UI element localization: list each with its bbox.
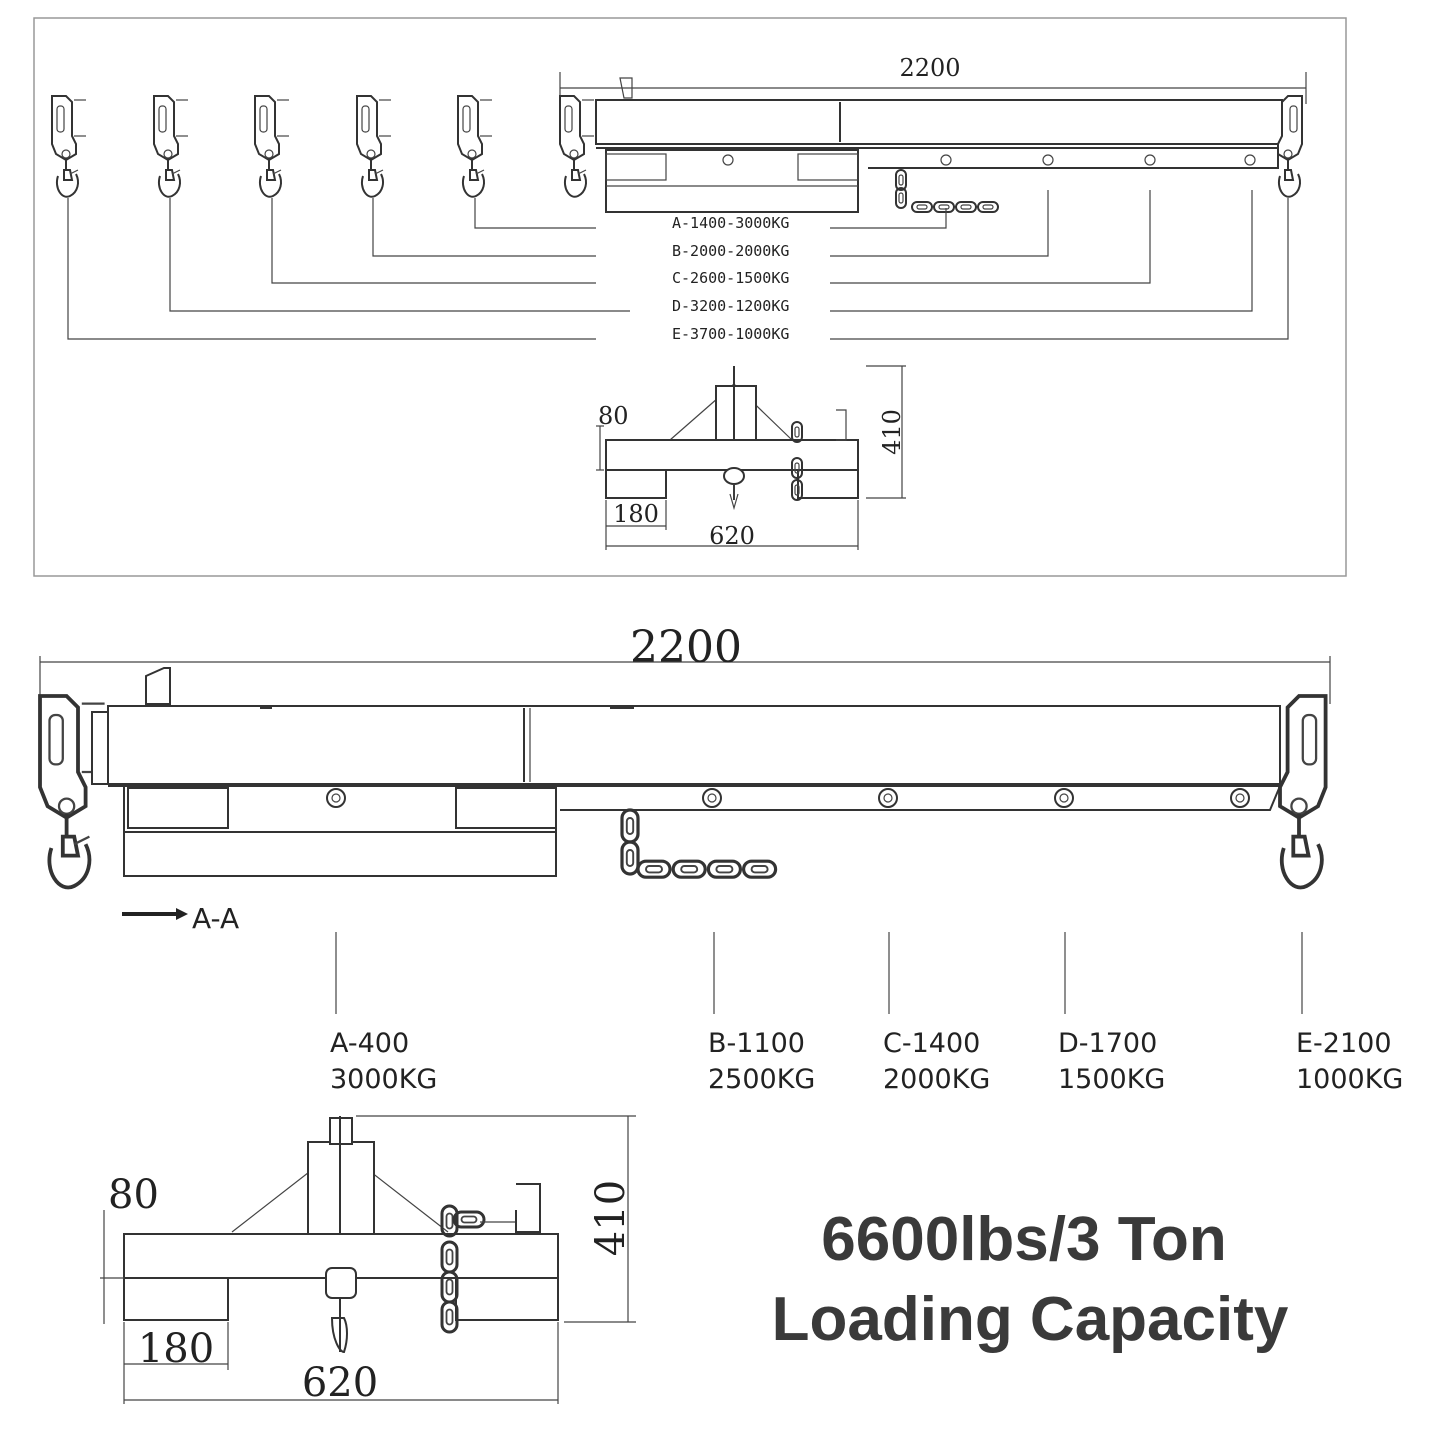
- bottom-chain-icon: [620, 808, 778, 879]
- bottom-section-height: 410: [588, 1180, 634, 1256]
- hook-position-c-icon: [254, 95, 290, 198]
- top-section-beam-height: 80: [598, 402, 629, 430]
- bottom-section-view: 80 410 180 620: [100, 1115, 636, 1406]
- top-section-pocket-width: 180: [613, 500, 659, 528]
- top-load-table: A-1400-3000KG B-2000-2000KG C-2600-1500K…: [672, 214, 789, 343]
- position-leaders: [335, 932, 1303, 1014]
- load-row-a: A-1400-3000KG: [672, 214, 789, 232]
- top-panel: 2200: [33, 17, 1347, 577]
- position-b-capacity: 2500KG: [708, 1064, 815, 1095]
- load-row-c: C-2600-1500KG: [672, 269, 789, 287]
- position-a-capacity: 3000KG: [330, 1064, 437, 1095]
- bottom-section-pocket-width: 180: [138, 1326, 214, 1372]
- headline-line-2: Loading Capacity: [772, 1285, 1289, 1354]
- hook-position-d-icon: [153, 95, 189, 198]
- position-e-label: E-2100: [1296, 1028, 1392, 1059]
- hook-position-e-icon: [51, 95, 87, 198]
- position-labels: A-400 3000KG B-1100 2500KG C-1400 2000KG…: [330, 1028, 1403, 1095]
- position-a-label: A-400: [330, 1028, 409, 1059]
- capacity-headline: 6600lbs/3 Ton Loading Capacity: [772, 1205, 1289, 1354]
- position-b-label: B-1100: [708, 1028, 805, 1059]
- hook-position-a-icon: [457, 95, 493, 198]
- top-length-label: 2200: [899, 54, 960, 82]
- top-length-dimension: 2200: [559, 54, 1307, 104]
- position-c-label: C-1400: [883, 1028, 980, 1059]
- bottom-panel: 2200: [38, 622, 1403, 1406]
- top-boom: [559, 77, 1303, 213]
- load-row-b: B-2000-2000KG: [672, 242, 789, 260]
- position-c-capacity: 2000KG: [883, 1064, 990, 1095]
- top-leader-lines: [67, 190, 1289, 340]
- top-section-width: 620: [709, 522, 755, 550]
- section-marker: A-A: [122, 902, 239, 935]
- section-marker-label: A-A: [192, 902, 239, 935]
- bottom-right-hook-icon: [1278, 694, 1328, 890]
- load-row-d: D-3200-1200KG: [672, 297, 789, 315]
- hook-position-b-icon: [356, 95, 392, 198]
- bottom-section-width: 620: [302, 1360, 378, 1406]
- top-section-height: 410: [878, 409, 906, 455]
- top-panel-frame: [33, 17, 1347, 577]
- position-e-capacity: 1000KG: [1296, 1064, 1403, 1095]
- position-d-capacity: 1500KG: [1058, 1064, 1165, 1095]
- top-chain-icon: [895, 169, 999, 213]
- bottom-length-dimension: 2200: [39, 622, 1331, 704]
- bottom-length-label: 2200: [630, 622, 742, 673]
- headline-line-1: 6600lbs/3 Ton: [821, 1205, 1226, 1274]
- top-section-view: 80 410 180 620: [596, 365, 906, 550]
- boom-right-hook-icon: [1277, 95, 1303, 198]
- bottom-section-beam-height: 80: [108, 1172, 159, 1218]
- bottom-boom: [38, 667, 1328, 890]
- load-row-e: E-3700-1000KG: [672, 325, 789, 343]
- position-d-label: D-1700: [1058, 1028, 1157, 1059]
- boom-left-hook-icon: [559, 95, 595, 198]
